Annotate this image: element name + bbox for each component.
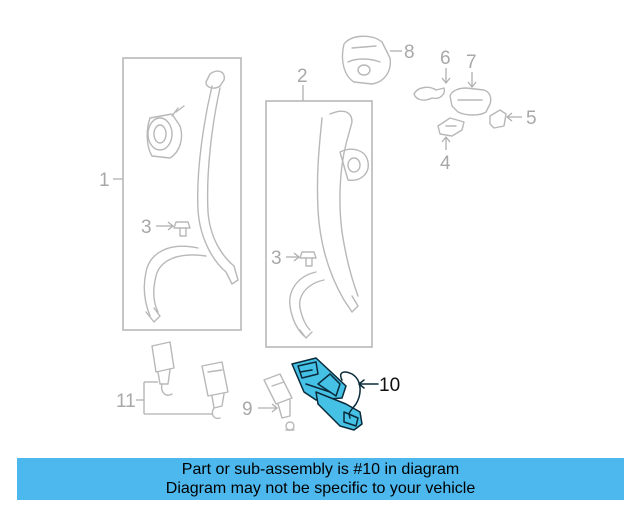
callout-3-left: 3 bbox=[141, 217, 152, 238]
front-belt-webbing bbox=[143, 70, 239, 323]
leader-3a-arrow bbox=[167, 221, 175, 231]
part-7-guide bbox=[449, 87, 492, 116]
banner-line-2: Diagram may not be specific to your vehi… bbox=[165, 480, 476, 497]
group-2-frame bbox=[265, 100, 373, 348]
leader-6-arrow bbox=[441, 77, 451, 85]
leader-9-arrow bbox=[271, 403, 279, 413]
anchor-bolt-middle bbox=[299, 251, 317, 267]
callout-1: 1 bbox=[99, 170, 110, 191]
leader-7-arrow bbox=[467, 81, 477, 89]
leader-10-arrow bbox=[358, 379, 365, 389]
part-4-bracket bbox=[437, 117, 465, 137]
anchor-bolt-left bbox=[173, 221, 191, 237]
callout-8: 8 bbox=[404, 42, 415, 63]
callout-9: 9 bbox=[242, 399, 253, 420]
callout-10: 10 bbox=[379, 375, 400, 396]
info-banner: Part or sub-assembly is #10 in diagram D… bbox=[17, 458, 624, 500]
part-8-bracket bbox=[341, 35, 391, 85]
callout-2: 2 bbox=[297, 66, 308, 87]
group-1-frame bbox=[122, 57, 242, 331]
callout-6: 6 bbox=[440, 48, 451, 69]
part-9-buckle bbox=[263, 373, 295, 431]
callout-7: 7 bbox=[466, 52, 477, 73]
rear-belt-assembly bbox=[289, 110, 369, 339]
callout-4: 4 bbox=[440, 153, 451, 174]
callout-3-middle: 3 bbox=[271, 248, 282, 269]
part-11-buckles bbox=[151, 341, 229, 420]
part-6-clip bbox=[413, 86, 446, 101]
leader-3b-arrow bbox=[293, 252, 301, 262]
callout-5: 5 bbox=[526, 108, 537, 129]
seat-belt-retractor bbox=[146, 105, 185, 159]
leader-4-arrow bbox=[441, 135, 451, 143]
leader-5-arrow bbox=[505, 112, 513, 122]
part-10-buckle-assembly bbox=[291, 357, 363, 431]
banner-line-1: Part or sub-assembly is #10 in diagram bbox=[181, 461, 460, 478]
part-5-cap bbox=[489, 109, 507, 129]
callout-11: 11 bbox=[116, 391, 136, 412]
